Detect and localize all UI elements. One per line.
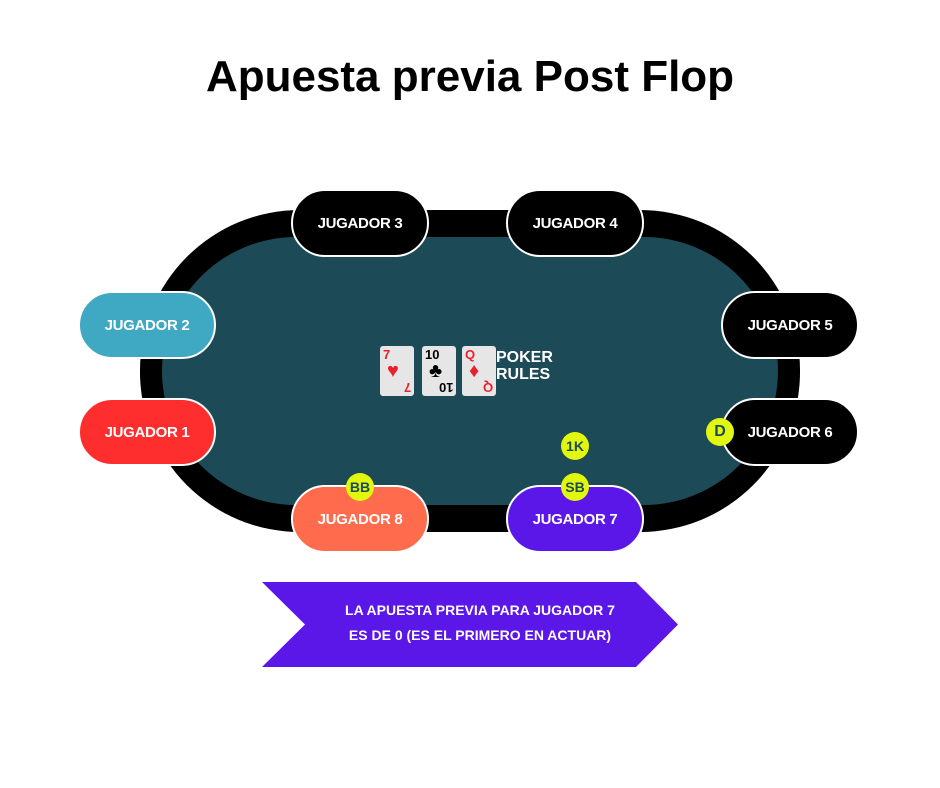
seat-jugador-8: JUGADOR 8: [291, 485, 429, 553]
seat-jugador-2: JUGADOR 2: [78, 291, 216, 359]
page-title: Apuesta previa Post Flop: [205, 52, 735, 101]
card-10-clubs: 10♣10: [422, 346, 456, 396]
seat-jugador-5: JUGADOR 5: [721, 291, 859, 359]
seat-jugador-1: JUGADOR 1: [78, 398, 216, 466]
seat-jugador-6: JUGADOR 6: [721, 398, 859, 466]
small-blind-chip: SB: [561, 473, 589, 501]
big-blind-chip: BB: [346, 473, 374, 501]
info-banner: [262, 582, 678, 667]
seat-jugador-4: JUGADOR 4: [506, 189, 644, 257]
bet-chip: 1K: [561, 432, 589, 460]
dealer-button: D: [706, 418, 734, 446]
card-7-hearts: 7♥7: [380, 346, 414, 396]
card-q-diamonds: Q♦Q: [462, 346, 496, 396]
seat-jugador-3: JUGADOR 3: [291, 189, 429, 257]
